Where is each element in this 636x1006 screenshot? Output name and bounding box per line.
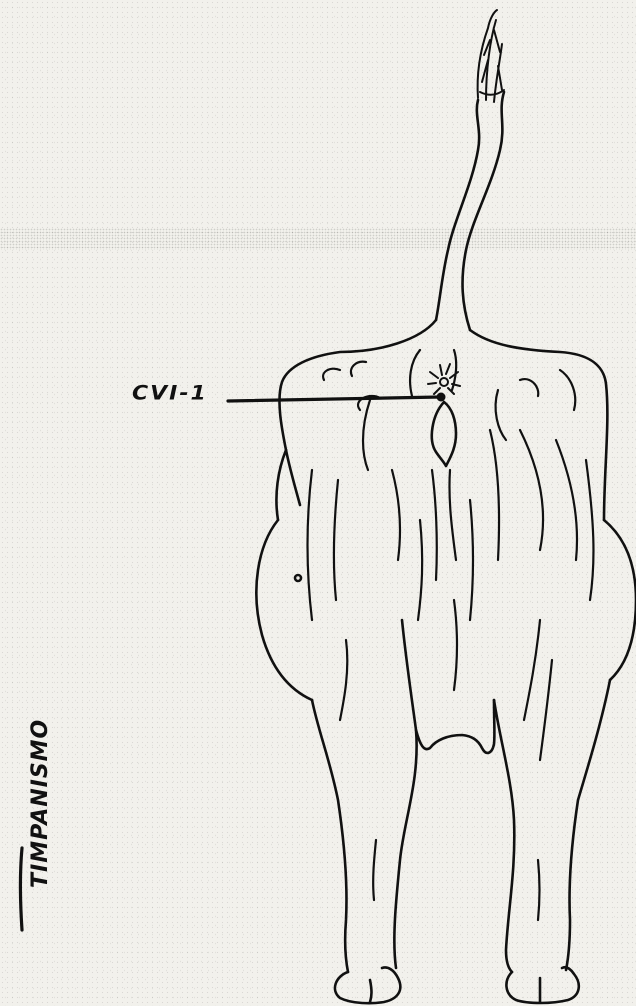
- right-rumen-bulge: [604, 520, 636, 680]
- right-hind-leg: [494, 680, 610, 972]
- label-stroke: [21, 848, 23, 930]
- left-rumen-bulge: [256, 450, 312, 700]
- point-label: CVI-1: [132, 382, 208, 405]
- vulva: [432, 402, 456, 466]
- pointer-line: [228, 397, 440, 401]
- right-hoof: [506, 967, 578, 1003]
- condition-label: TIMPANISMO: [28, 719, 53, 888]
- tail-tuft: [478, 10, 504, 102]
- left-hoof: [335, 967, 400, 1003]
- flank-mark: [295, 575, 301, 581]
- tail: [436, 92, 504, 330]
- udder: [416, 700, 494, 753]
- left-hind-leg: [312, 620, 417, 972]
- body-outline: [279, 320, 607, 520]
- acupoint-marker: [437, 393, 446, 402]
- muscle-contours: [308, 350, 594, 920]
- left-flank: [276, 450, 286, 520]
